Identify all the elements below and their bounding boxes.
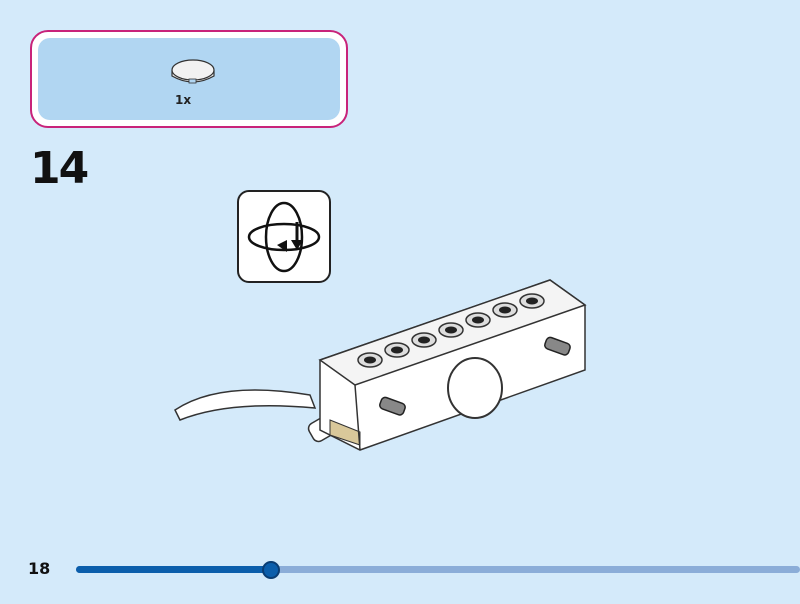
progress-knob <box>262 561 281 579</box>
round-tile-icon <box>171 59 215 84</box>
page-number: 18 <box>28 559 51 578</box>
step-model-illustration <box>174 279 587 451</box>
progress-fill <box>76 566 272 573</box>
progress-bar <box>76 561 800 579</box>
parts-callout: 1x <box>30 30 348 128</box>
part-quantity: 1x <box>175 93 192 107</box>
rotate-model-icon <box>237 190 331 283</box>
step-number: 14 <box>30 143 89 194</box>
parts-callout-inner: 1x <box>38 38 340 120</box>
